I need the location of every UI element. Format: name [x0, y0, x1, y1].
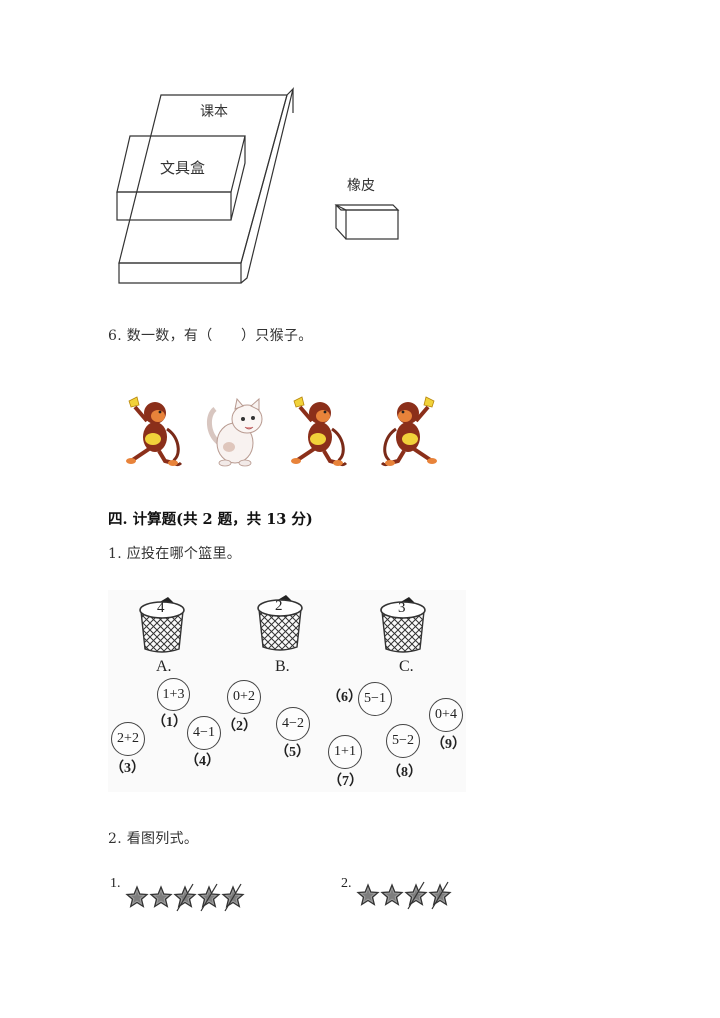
question-2-text: 2. 看图列式。	[108, 831, 199, 847]
section-4-title: 四. 计算题(共 2 题，共 13 分)	[108, 511, 313, 528]
expression-bubble-1[interactable]: 1+3	[157, 678, 190, 711]
textbook-label: 课本	[200, 104, 228, 120]
bubble-number-3: （3）	[110, 761, 145, 776]
basket-number: 4	[157, 600, 165, 616]
bubble-number-9: （9）	[431, 737, 466, 752]
expression-bubble-6[interactable]: 5−1	[358, 682, 392, 716]
bubble-number-8: （8）	[387, 765, 422, 780]
basket-number: 2	[275, 598, 283, 614]
animal-row	[125, 393, 445, 473]
basket-label-c: C.	[399, 658, 414, 675]
expression-bubble-3[interactable]: 2+2	[111, 722, 145, 756]
bubble-number-1: （1）	[152, 715, 187, 730]
question-6-text: 6. 数一数，有（ ）只猴子。	[108, 328, 313, 344]
star-group-2	[357, 881, 451, 910]
basket-number: 3	[398, 600, 406, 616]
bubble-number-6: （6）	[327, 690, 362, 705]
star-group-2-label: 2.	[341, 876, 352, 891]
bubble-number-2: （2）	[222, 719, 257, 734]
expression-bubble-2[interactable]: 0+2	[227, 680, 261, 714]
monkey-icon	[126, 396, 183, 467]
stationery-drawing	[116, 87, 400, 284]
cat-icon	[207, 397, 263, 467]
question-1-text: 1. 应投在哪个篮里。	[108, 546, 242, 562]
star-group-1-label: 1.	[110, 876, 121, 891]
basket-icon	[139, 597, 185, 653]
basket-icon	[380, 597, 426, 653]
basket-label-b: B.	[275, 658, 290, 675]
bubble-number-5: （5）	[275, 745, 310, 760]
bubble-number-7: （7）	[328, 774, 363, 789]
basket-sorting-panel: 4 A. 2 B. 3 C. 1+3 （1） 0+2 （2） 2+2 （3） 4…	[108, 590, 466, 792]
expression-bubble-9[interactable]: 0+4	[429, 698, 463, 732]
expression-bubble-7[interactable]: 1+1	[328, 735, 362, 769]
expression-bubble-5[interactable]: 4−2	[276, 707, 310, 741]
basket-label-a: A.	[156, 658, 172, 675]
expression-bubble-8[interactable]: 5−2	[386, 724, 420, 758]
bubble-number-4: （4）	[185, 754, 220, 769]
stationery-figure: 课本 文具盒 橡皮	[110, 85, 420, 300]
monkey-icon	[291, 396, 348, 467]
eraser-label: 橡皮	[347, 178, 375, 194]
basket-icon	[257, 595, 303, 651]
pencil-box-label: 文具盒	[160, 159, 206, 177]
expression-bubble-4[interactable]: 4−1	[187, 716, 221, 750]
monkey-icon	[380, 396, 437, 467]
star-group-1	[126, 883, 244, 912]
